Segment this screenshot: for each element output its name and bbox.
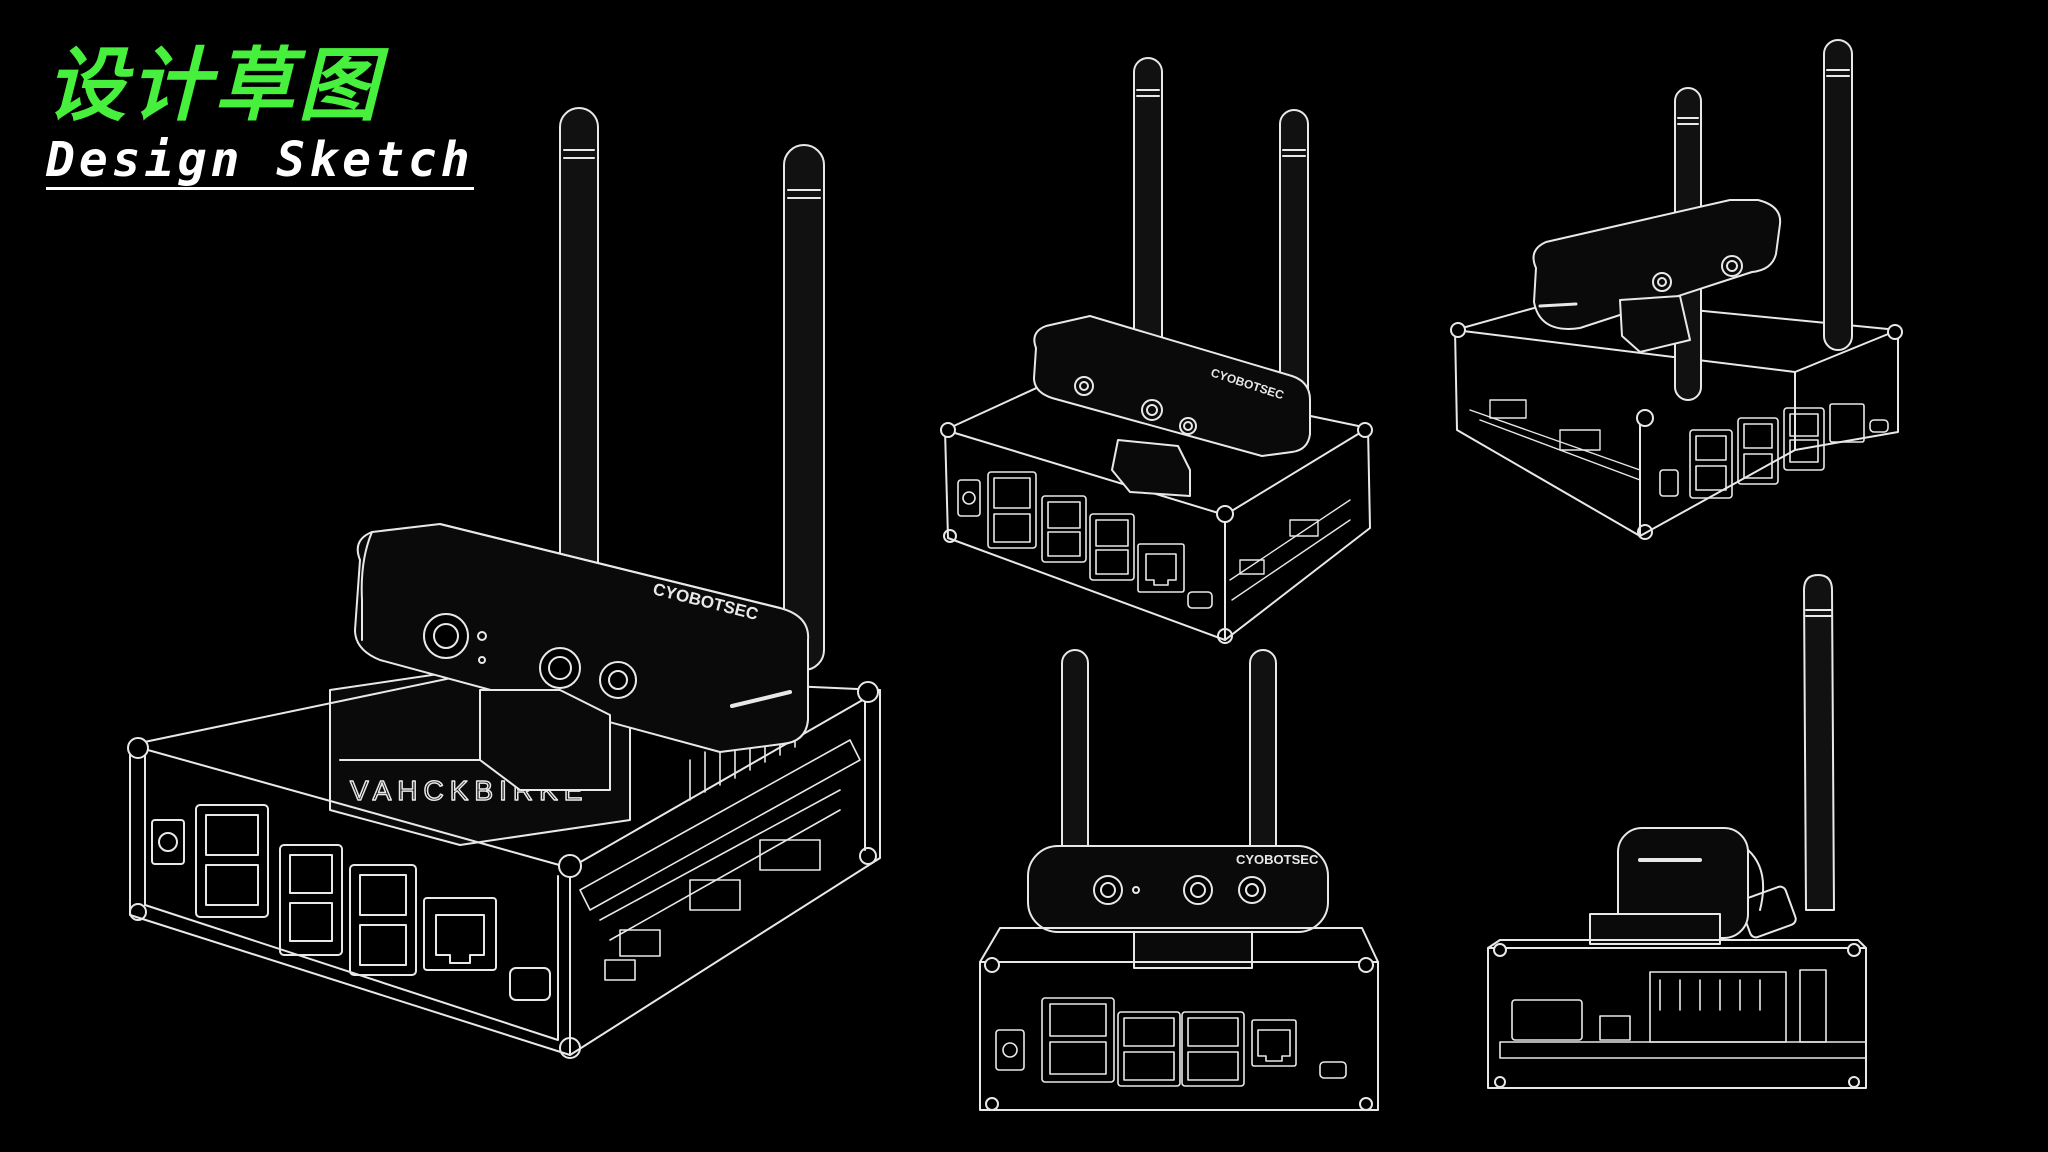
antenna-right: [1823, 39, 1853, 351]
rear-isometric-device-view: [1450, 39, 1903, 540]
acrylic-case: [979, 927, 1379, 1111]
rear-ports: [1659, 403, 1889, 499]
pcb-components: [1229, 499, 1351, 601]
acrylic-case: [127, 671, 881, 1059]
antenna-left: [1061, 649, 1089, 861]
camera-mount: [479, 689, 611, 791]
antenna-left: [559, 107, 599, 614]
title-english: Design Sketch: [46, 132, 474, 190]
front-ports: [995, 997, 1347, 1087]
side-device-view: [1487, 574, 1867, 1089]
top-front-device-view: CYOBOTSEC: [940, 57, 1373, 644]
pcb-components: [1469, 399, 1641, 481]
antenna-right: [1739, 574, 1835, 939]
camera-unit: CYOBOTSEC: [1033, 315, 1311, 457]
camera-unit: [1617, 827, 1765, 939]
camera-logo: CYOBOTSEC: [1236, 852, 1319, 867]
camera-unit: [1532, 199, 1782, 330]
side-pcb-profile: [1499, 969, 1867, 1059]
title-chinese: 设计草图: [46, 39, 382, 132]
camera-mount: [1111, 439, 1191, 497]
acrylic-case: [1450, 297, 1903, 540]
main-device-view: VAHCKBIRKE: [127, 107, 881, 1059]
front-ports: [957, 471, 1213, 609]
camera-mount: [1619, 295, 1691, 353]
acrylic-case: [1487, 939, 1867, 1089]
pcb-components: [579, 706, 861, 981]
camera-unit: CYOBOTSEC: [354, 523, 810, 753]
front-ports: [151, 804, 551, 1001]
camera-unit: CYOBOTSEC: [1027, 845, 1329, 933]
antenna-right: [783, 144, 825, 671]
antenna-right: [1249, 649, 1277, 861]
front-device-view: CYOBOTSEC: [979, 649, 1379, 1111]
